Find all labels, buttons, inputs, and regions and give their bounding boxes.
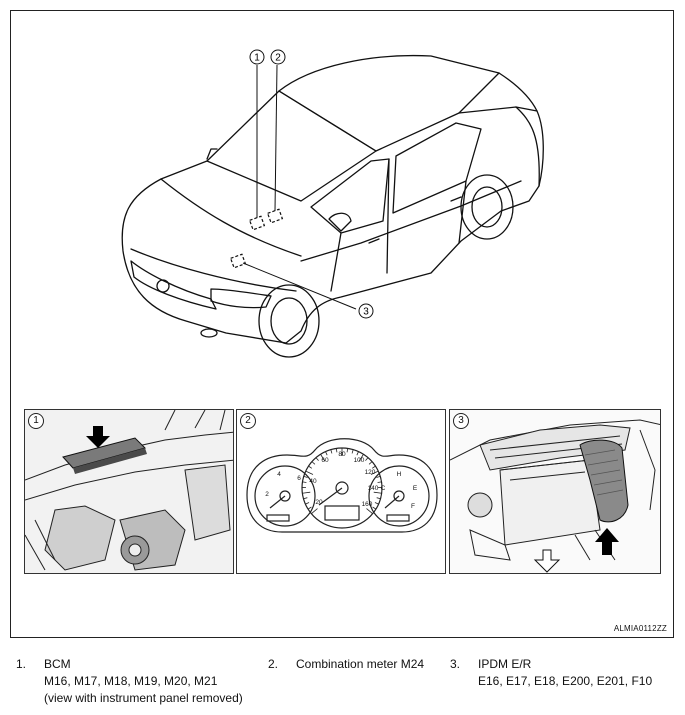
speed-tick xyxy=(307,506,312,510)
panel-number: 3 xyxy=(453,413,469,429)
fuel-label-e: E xyxy=(413,485,418,492)
speed-label-160: 160 xyxy=(362,501,373,508)
legend-number: 1. xyxy=(16,657,27,671)
speed-tick xyxy=(308,465,313,469)
ipdm-arrow xyxy=(595,528,619,555)
speed-tick xyxy=(374,502,379,505)
speed-label-40: 40 xyxy=(309,478,317,485)
speed-tick xyxy=(315,457,319,461)
figure-frame: 1 2 3 1 xyxy=(10,10,674,638)
grille xyxy=(130,260,217,310)
legend-number: 3. xyxy=(450,657,461,671)
speed-tick xyxy=(351,449,354,454)
speed-tick xyxy=(302,481,307,483)
rear-wheel xyxy=(460,174,514,240)
tach-dial xyxy=(254,465,316,527)
front-wheel xyxy=(258,284,320,358)
speed-tick xyxy=(376,497,381,500)
panel-number: 2 xyxy=(240,413,256,429)
speed-label-100: 100 xyxy=(354,457,365,464)
legend-line: Combination meter M24 xyxy=(296,657,425,671)
speed-tick xyxy=(358,454,364,462)
tach-label-4: 4 xyxy=(277,471,281,478)
speed-label-60: 60 xyxy=(321,457,329,464)
speed-tick xyxy=(330,449,333,454)
speed-tick xyxy=(303,476,308,478)
meter-location-marker xyxy=(266,208,284,224)
front-side-window xyxy=(310,158,390,234)
bcm-location-marker xyxy=(248,215,266,231)
panel-bcm: 1 xyxy=(24,409,234,574)
speed-tick xyxy=(368,461,373,465)
hood-line xyxy=(160,178,302,257)
legend-number: 2. xyxy=(268,657,279,671)
car-illustration: 1 2 3 xyxy=(121,49,544,358)
callout-2: 2 xyxy=(275,53,281,64)
speed-tick xyxy=(305,470,314,475)
speed-tick xyxy=(305,502,310,505)
ipdm-location-marker xyxy=(229,253,247,269)
speed-tick xyxy=(303,497,308,500)
figure-code: ALMIA0112ZZ xyxy=(613,624,667,633)
speed-tick xyxy=(371,465,376,469)
speed-label-80: 80 xyxy=(338,451,346,458)
headlight xyxy=(210,288,272,309)
callout-3: 3 xyxy=(363,307,369,318)
temp-label-c: C xyxy=(381,485,386,492)
meter-cluster-outline xyxy=(246,438,438,533)
rear-window xyxy=(458,106,538,114)
speed-tick xyxy=(376,476,381,478)
speed-tick xyxy=(311,508,318,515)
speed-tick xyxy=(325,451,328,456)
speed-tick xyxy=(356,451,359,456)
tach-label-2: 2 xyxy=(265,491,269,498)
bcm-arrow xyxy=(86,426,110,448)
speed-tick xyxy=(372,506,377,510)
rear-side-window xyxy=(392,122,482,214)
temp-label-h: H xyxy=(397,471,402,478)
legend-line: M16, M17, M18, M19, M20, M21 xyxy=(44,674,218,688)
speed-tick xyxy=(373,491,382,494)
speed-tick xyxy=(311,461,316,465)
side-mirror xyxy=(328,212,352,232)
speed-tick xyxy=(370,470,379,475)
windshield xyxy=(206,90,377,202)
legend-line: BCM xyxy=(44,657,71,671)
speed-tick xyxy=(365,457,369,461)
speed-label-120: 120 xyxy=(365,469,376,476)
speed-tick xyxy=(377,481,382,483)
panel-ipdm: 3 xyxy=(449,409,661,574)
speed-tick xyxy=(302,491,311,494)
odometer-display xyxy=(324,505,360,521)
fuel-label-f: F xyxy=(411,503,415,510)
speed-label-20: 20 xyxy=(315,499,323,506)
door-line xyxy=(386,158,390,274)
roof-line xyxy=(278,72,500,152)
legend-line: IPDM E/R xyxy=(478,657,532,671)
callout-1: 1 xyxy=(254,53,260,64)
speed-tick xyxy=(320,454,326,462)
legend-line: E16, E17, E18, E200, E201, F10 xyxy=(478,674,653,688)
speed-tick xyxy=(335,448,338,453)
gauge-dial xyxy=(368,465,430,527)
speed-tick xyxy=(366,508,373,515)
tach-label-6: 6 xyxy=(297,475,301,482)
legend-line: (view with instrument panel removed) xyxy=(44,691,243,705)
front-direction-arrow xyxy=(533,549,561,573)
speed-label-140: 140 xyxy=(368,485,379,492)
panel-number: 1 xyxy=(28,413,44,429)
panel-combination-meter: 20 40 60 80 100 120 140 160 2 4 6 C H E … xyxy=(236,409,446,574)
speed-tick xyxy=(346,448,349,453)
